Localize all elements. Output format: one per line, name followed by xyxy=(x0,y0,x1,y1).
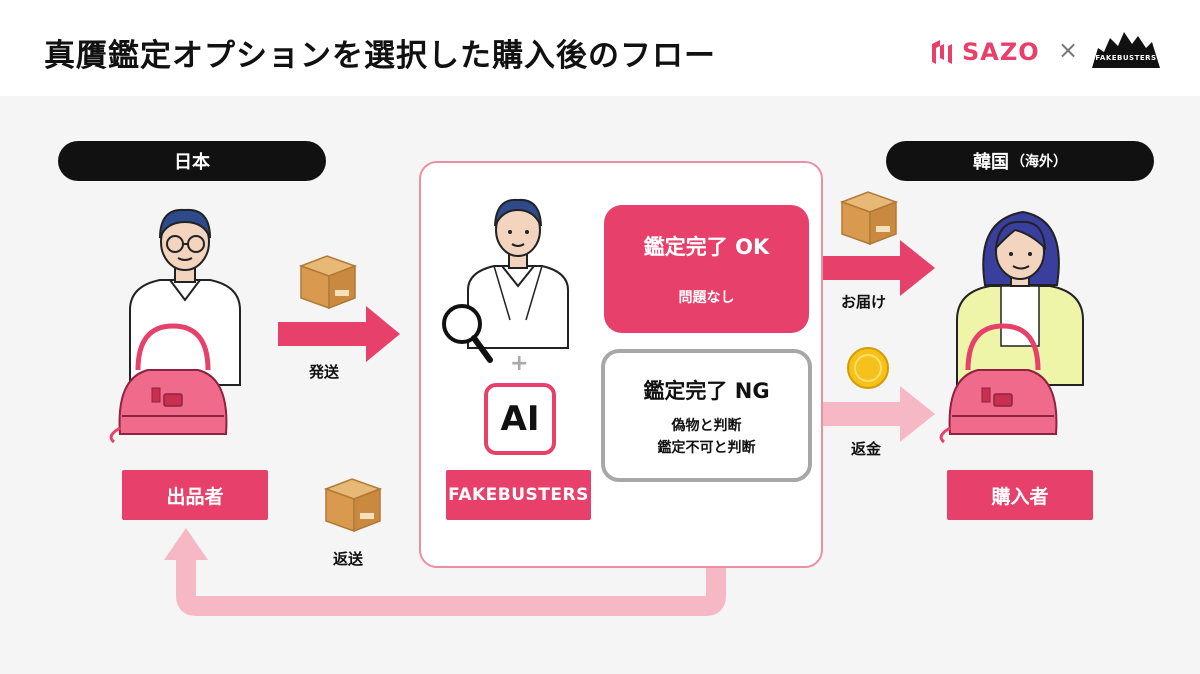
logo-cross: × xyxy=(1058,36,1079,64)
page-title: 真贋鑑定オプションを選択した購入後のフロー xyxy=(44,38,716,74)
handbag-icon xyxy=(939,323,1058,444)
sazo-logo: SAZO xyxy=(928,36,1040,68)
buyer-label: 購入者 xyxy=(947,470,1093,520)
ai-badge: AI xyxy=(484,383,556,455)
result-ng-sub1: 偽物と判断 xyxy=(671,418,742,434)
appraiser-illustration xyxy=(467,198,569,349)
header: 真贋鑑定オプションを選択した購入後のフロー SAZO × FAKEBUSTERS xyxy=(0,0,1200,96)
result-ng-sub2: 鑑定不可と判断 xyxy=(657,440,756,456)
region-korea: 韓国 （海外） xyxy=(886,141,1154,181)
handbag-icon xyxy=(109,323,228,444)
magnifier-icon xyxy=(442,304,493,363)
return-arrow-head xyxy=(164,528,208,560)
plus-sign: + xyxy=(510,351,529,376)
sazo-logo-icon xyxy=(932,40,952,64)
region-korea-sub: （海外） xyxy=(1011,154,1067,170)
region-japan: 日本 xyxy=(58,141,326,181)
box-icon xyxy=(323,478,383,533)
flow-label-refund: 返金 xyxy=(851,440,882,458)
result-ng-title: 鑑定完了 NG xyxy=(643,379,770,403)
flow-label-return: 返送 xyxy=(333,550,364,568)
result-ok-box: 鑑定完了 OK 問題なし xyxy=(604,205,809,333)
flow-label-ship: 発送 xyxy=(309,363,340,381)
return-arrow xyxy=(176,484,726,616)
fakebusters-logo: FAKEBUSTERS xyxy=(1090,28,1162,72)
flow-label-deliver: お届け xyxy=(841,293,887,311)
ship-arrow-shaft xyxy=(278,322,368,346)
ship-arrow-head xyxy=(366,306,400,362)
deliver-arrow-head xyxy=(900,240,935,296)
result-ok-title: 鑑定完了 OK xyxy=(643,235,770,259)
region-korea-label: 韓国 xyxy=(973,152,1009,173)
region-japan-label: 日本 xyxy=(174,152,210,173)
fakebusters-logo-text: FAKEBUSTERS xyxy=(1095,54,1157,62)
fakebusters-logo-icon xyxy=(1092,32,1160,68)
buyer-illustration xyxy=(956,210,1084,386)
seller-label: 出品者 xyxy=(122,470,268,520)
deliver-arrow-shaft xyxy=(823,256,903,280)
result-ng-box: 鑑定完了 NG 偽物と判断 鑑定不可と判断 xyxy=(601,349,812,482)
box-icon xyxy=(839,191,899,246)
box-icon xyxy=(298,255,358,310)
refund-arrow-head xyxy=(900,386,935,442)
result-ok-sub: 問題なし xyxy=(678,290,735,306)
refund-arrow-shaft xyxy=(823,402,903,426)
seller-illustration xyxy=(129,208,241,386)
fakebusters-label: FAKEBUSTERS xyxy=(446,470,591,520)
coin-icon xyxy=(847,347,889,389)
sazo-logo-text: SAZO xyxy=(962,38,1040,66)
